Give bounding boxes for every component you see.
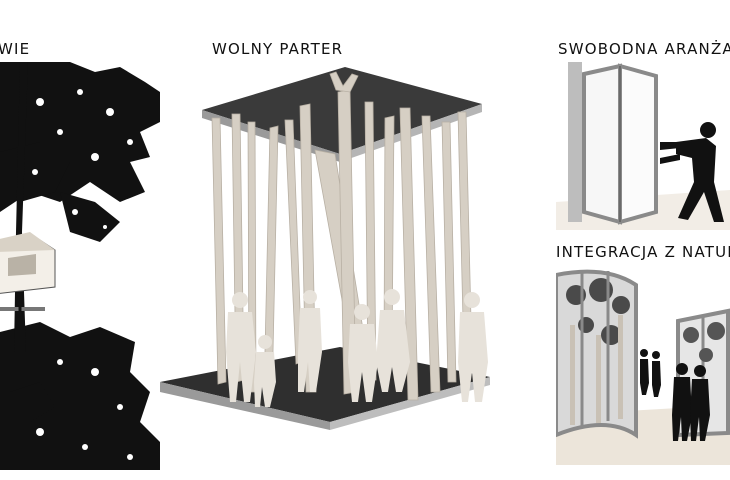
nature-integration-illustration: [556, 265, 730, 465]
flexible-arrangement-illustration: [556, 62, 730, 230]
panel-title-top-right: SWOBODNA ARANŻAC: [558, 40, 730, 58]
panel-title-bottom-right: INTEGRACJA Z NATUR: [556, 243, 730, 261]
free-ground-floor-illustration: [160, 62, 500, 432]
treehouse-illustration: [0, 62, 160, 470]
panel-title-center: WOLNY PARTER: [212, 40, 344, 58]
panel-title-left: WIE: [0, 40, 31, 58]
